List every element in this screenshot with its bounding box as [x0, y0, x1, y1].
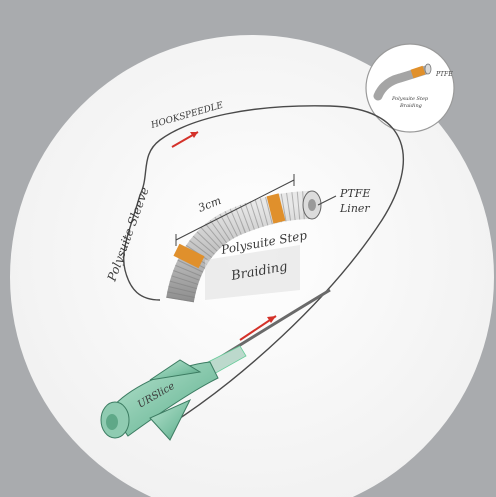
inset-label-braiding: Braiding — [399, 103, 422, 109]
inset-label-ptfe: PTFE — [435, 71, 453, 78]
liner-label: Liner — [339, 202, 370, 215]
inset-label-step: Polysuite Step — [391, 96, 429, 102]
ptfe-label: PTFE — [339, 187, 370, 200]
inset-detail: PTFE Polysuite Step Braiding — [366, 44, 454, 132]
